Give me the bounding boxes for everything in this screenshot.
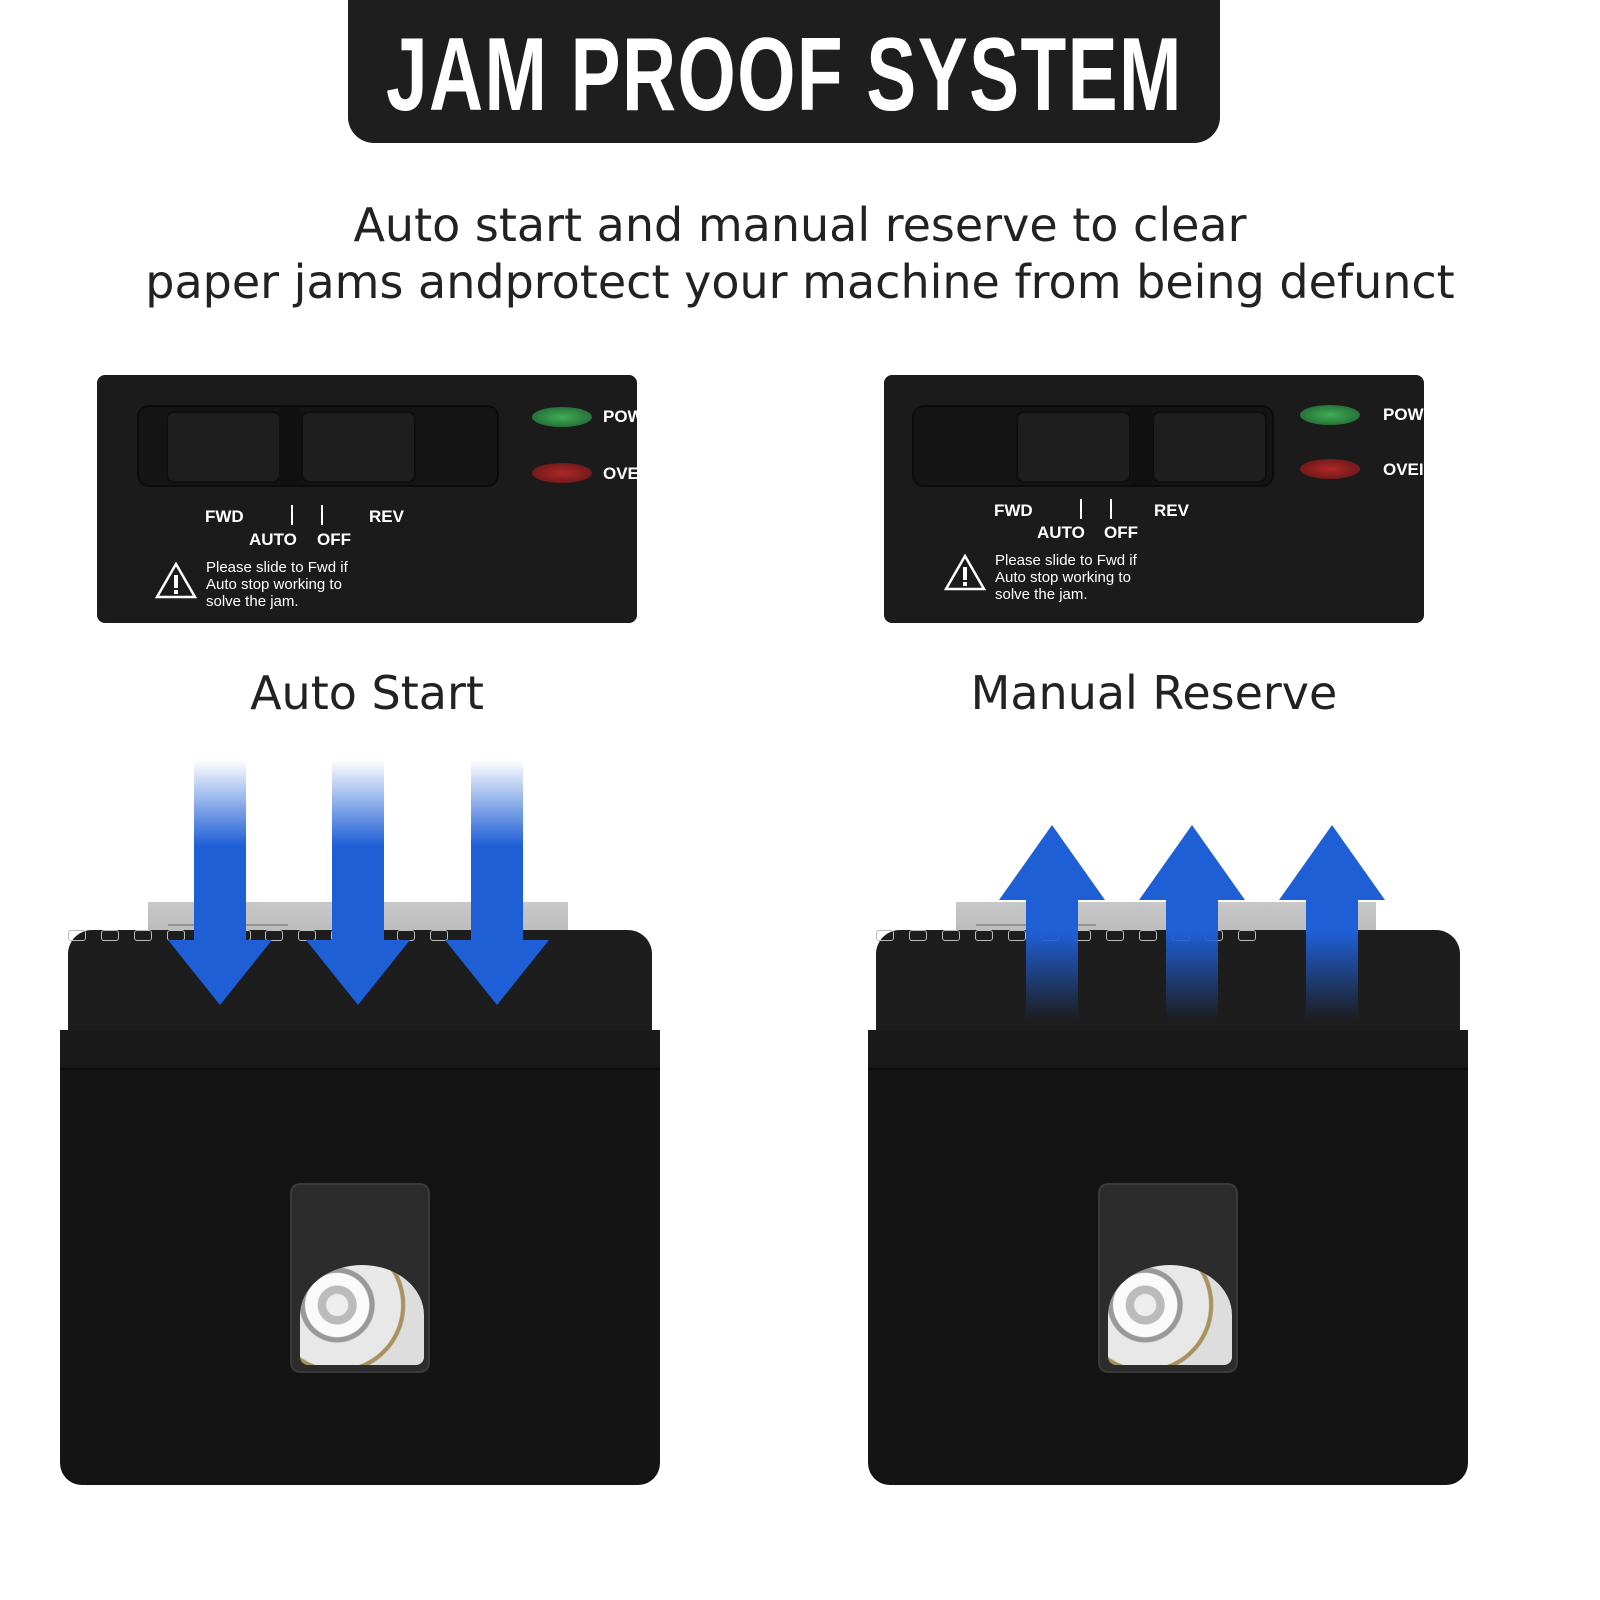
slider-grip[interactable]	[279, 407, 301, 485]
warning-triangle-icon	[155, 561, 197, 599]
mode-slider-track[interactable]	[912, 405, 1274, 487]
slider-knob-left	[1016, 411, 1131, 483]
slider-knob-right	[301, 411, 416, 483]
tick	[291, 505, 293, 525]
off-label: OFF	[317, 530, 351, 549]
subtitle-line-2: paper jams andprotect your machine from …	[145, 255, 1455, 309]
slider-grip[interactable]	[1130, 407, 1152, 485]
power-led	[532, 407, 592, 427]
bin-window	[290, 1183, 430, 1373]
fwd-label: FWD	[994, 501, 1033, 520]
rev-label: REV	[1154, 501, 1189, 520]
auto-label: AUTO	[1037, 523, 1085, 542]
caption-manual-reserve: Manual Reserve	[970, 666, 1338, 720]
slider-knob-right	[1152, 411, 1267, 483]
overload-label: OVEI	[1383, 460, 1424, 479]
power-label: POW	[1383, 405, 1424, 424]
slider-knob-left	[166, 411, 281, 483]
caption-auto-start: Auto Start	[250, 666, 484, 720]
bin-window	[1098, 1183, 1238, 1373]
arrow-up-icon	[1139, 825, 1245, 1020]
title-banner: JAM PROOF SYSTEM	[348, 0, 1220, 143]
shredded-paper	[1108, 1265, 1232, 1365]
control-panel-manual: POW OVEI FWD REV AUTO OFF Please slide t…	[884, 375, 1424, 623]
arrow-up-icon	[999, 825, 1105, 1020]
overload-led	[1300, 459, 1360, 479]
overload-led	[532, 463, 592, 483]
power-label: POW	[603, 407, 637, 426]
warning-triangle-icon	[944, 553, 986, 591]
tick	[321, 505, 323, 525]
bin-band	[868, 1030, 1468, 1070]
fwd-label: FWD	[205, 507, 244, 526]
subtitle-line-1: Auto start and manual reserve to clear	[353, 198, 1247, 252]
page-title: JAM PROOF SYSTEM	[385, 17, 1183, 133]
off-label: OFF	[1104, 523, 1138, 542]
arrow-up-icon	[1279, 825, 1385, 1020]
overload-label: OVE	[603, 464, 637, 483]
control-panel-auto: POW OVE FWD REV AUTO OFF Please slide to…	[97, 375, 637, 623]
arrows-layer	[168, 760, 1385, 1020]
rev-label: REV	[369, 507, 404, 526]
arrow-down-icon	[168, 760, 272, 1005]
shredded-paper	[300, 1265, 424, 1365]
power-led	[1300, 405, 1360, 425]
mode-slider-track[interactable]	[137, 405, 499, 487]
arrow-down-icon	[306, 760, 410, 1005]
bin-band	[60, 1030, 660, 1070]
tick	[1080, 499, 1082, 519]
auto-label: AUTO	[249, 530, 297, 549]
arrow-down-icon	[445, 760, 549, 1005]
tick	[1110, 499, 1112, 519]
